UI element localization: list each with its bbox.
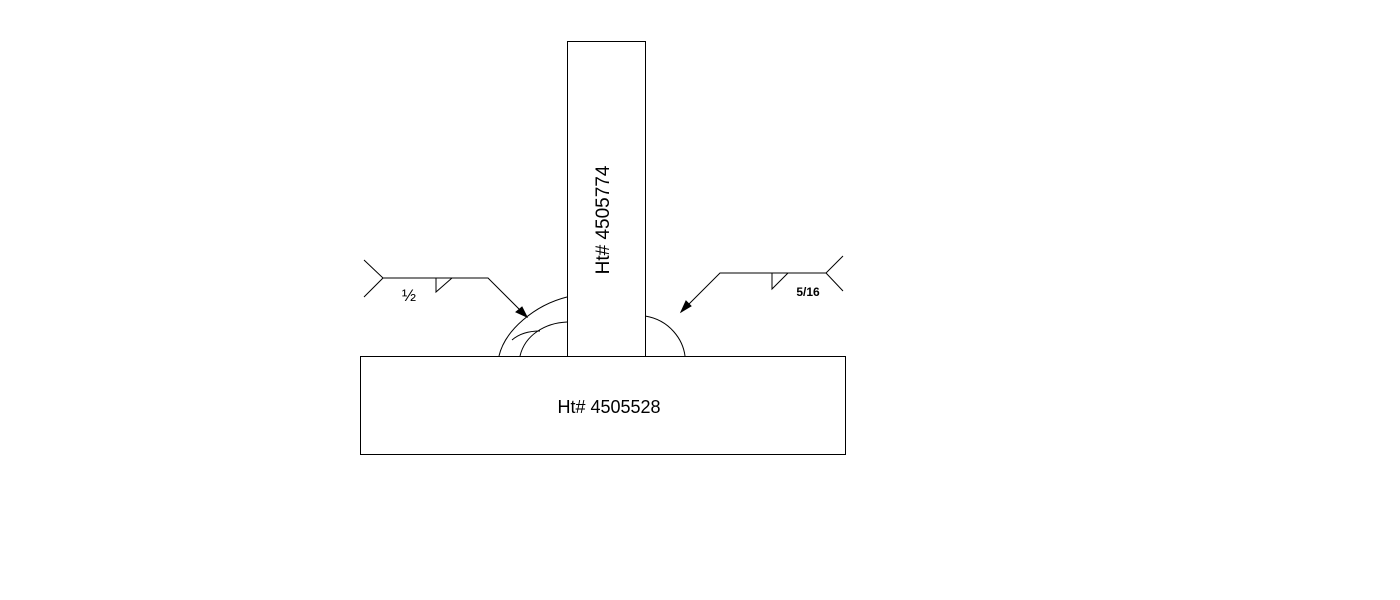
left-weld-bead-root	[511, 330, 541, 341]
right-fillet-weld-icon	[771, 272, 789, 291]
base-plate-outline	[360, 356, 846, 455]
vertical-plate-heat-number: Ht# 4505774	[593, 165, 614, 274]
left-weld-symbol-reference-line	[383, 277, 528, 318]
left-weld-bead-inner	[519, 321, 568, 357]
base-plate-heat-number: Ht# 4505528	[557, 397, 660, 417]
right-weld-size: 5/16	[796, 285, 820, 299]
right-weld-symbol: 5/16	[679, 255, 844, 314]
right-weld-bead	[644, 315, 686, 357]
right-weld-symbol-tail	[825, 255, 844, 292]
left-fillet-weld-icon	[435, 277, 453, 294]
left-weld-symbol-tail	[363, 259, 384, 298]
left-weld-symbol: ½	[363, 259, 529, 319]
left-weld-arrow-head	[515, 306, 529, 319]
vertical-plate-outline	[567, 41, 646, 357]
base-plate: Ht# 4505528	[360, 356, 846, 455]
left-weld-size: ½	[402, 286, 416, 305]
right-weld-arrow-head	[679, 300, 692, 314]
weld-beads	[498, 296, 686, 357]
vertical-plate: Ht# 4505774	[567, 41, 646, 357]
right-weld-symbol-reference-line	[680, 272, 826, 313]
left-weld-bead-outer	[498, 296, 568, 357]
